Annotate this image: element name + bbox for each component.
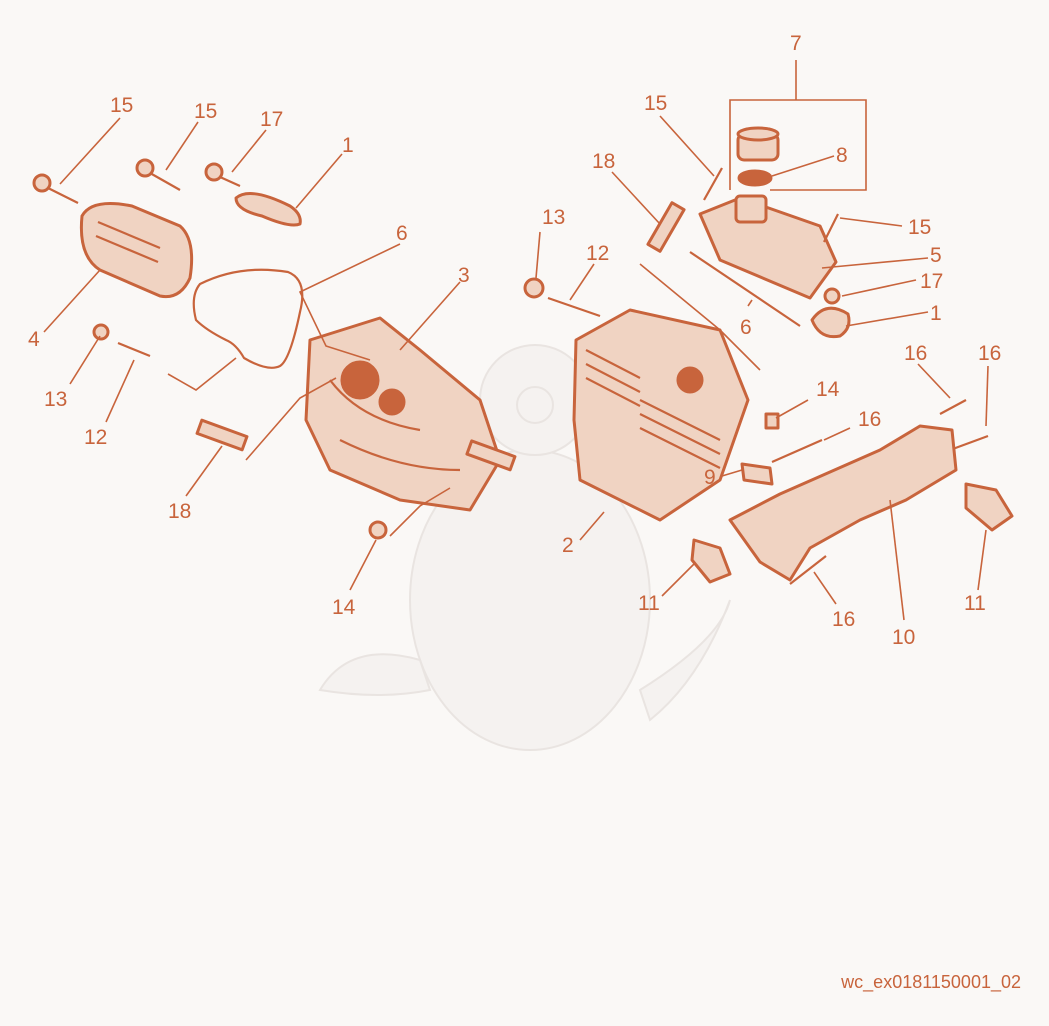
filler-cap [736, 126, 780, 162]
nut-14-right [764, 412, 780, 430]
bolt-16-d [789, 555, 827, 585]
callout-11: 11 [964, 592, 986, 615]
callout-15: 15 [194, 100, 217, 123]
nut-14-left [368, 520, 388, 540]
callout-16: 16 [858, 408, 881, 431]
nut-13-left [92, 323, 110, 341]
callout-6: 6 [396, 222, 408, 245]
callout-13: 13 [44, 388, 67, 411]
callout-2: 2 [562, 534, 574, 557]
group-bracket-7 [729, 99, 867, 191]
callout-7: 7 [790, 32, 802, 55]
bolt-15-right-b [823, 213, 839, 243]
callout-16: 16 [832, 608, 855, 631]
bolt-15-left-b [135, 158, 181, 191]
callout-1: 1 [930, 302, 942, 325]
seal-17-left [204, 162, 241, 188]
callout-17: 17 [920, 270, 943, 293]
callout-4: 4 [28, 328, 40, 351]
callouts: 15 15 17 1 6 3 4 13 12 18 14 7 15 8 18 1… [28, 32, 1001, 649]
right-assembly [523, 60, 1014, 585]
cover-4 [79, 202, 194, 299]
callout-12: 12 [84, 426, 107, 449]
callout-18: 18 [592, 150, 615, 173]
callout-6: 6 [740, 316, 752, 339]
gasket-6-left [192, 268, 304, 369]
stud-12-left [117, 341, 151, 358]
gasket-11-right [964, 482, 1014, 532]
callout-15: 15 [110, 94, 133, 117]
callout-1: 1 [342, 134, 354, 157]
nut-13-right [523, 277, 545, 299]
callout-12: 12 [586, 242, 609, 265]
spark-plug-18-left [195, 418, 249, 452]
bolt-15-right-a [703, 167, 723, 201]
bracket-1-left [234, 192, 302, 227]
clip-9 [740, 462, 774, 486]
left-assembly [32, 158, 517, 540]
callout-11: 11 [638, 592, 660, 615]
callout-18: 18 [168, 500, 191, 523]
callout-15: 15 [644, 92, 667, 115]
callout-14: 14 [816, 378, 840, 401]
callout-16: 16 [904, 342, 927, 365]
seal-17-right [823, 287, 841, 305]
figure-code: wc_ex0181150001_02 [841, 972, 1021, 992]
callout-10: 10 [892, 626, 915, 649]
spark-plug-18-right [646, 201, 686, 253]
bracket-1-right [810, 306, 851, 339]
gasket-6-right [689, 251, 801, 327]
callout-5: 5 [930, 244, 942, 267]
bolt-16-b [939, 399, 967, 415]
callout-16: 16 [978, 342, 1001, 365]
callout-13: 13 [542, 206, 565, 229]
leader-lines [43, 115, 989, 621]
cylinder-2 [572, 308, 750, 522]
stud-12-right [547, 296, 601, 318]
callout-17: 17 [260, 108, 283, 131]
callout-3: 3 [458, 264, 470, 287]
bolt-16-c [949, 434, 989, 452]
cylinder-head-3 [304, 316, 517, 512]
callout-9: 9 [704, 466, 716, 489]
manifold-10 [728, 424, 958, 582]
callout-15: 15 [908, 216, 931, 239]
cover-5 [698, 194, 838, 300]
bolt-15-left-a [32, 173, 79, 204]
callout-14: 14 [332, 596, 356, 619]
callout-8: 8 [836, 144, 848, 167]
gasket-11-left [690, 538, 732, 584]
bolt-16-a [771, 438, 823, 464]
o-ring-8 [737, 169, 773, 187]
